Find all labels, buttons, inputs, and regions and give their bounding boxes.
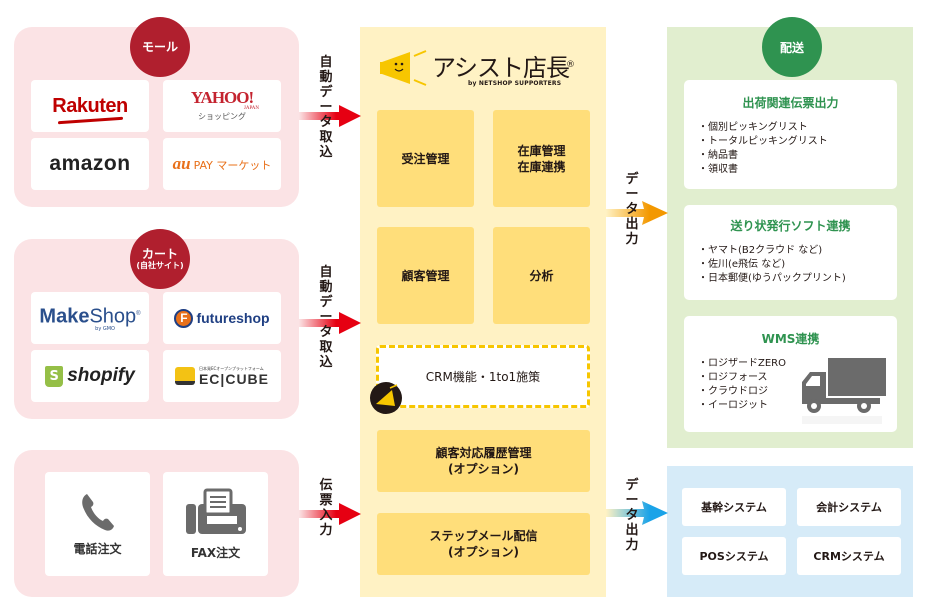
phone-icon: [81, 493, 114, 531]
brand-registered-mark: ®: [566, 60, 575, 70]
wms-card: WMS連携 ロジザードZERO ロジフォース クラウドロジ イーロジット: [684, 316, 897, 432]
pos-system-card: POSシステム: [682, 537, 786, 575]
list-item: 納品書: [698, 149, 897, 163]
shopify-text: shopify: [67, 365, 135, 386]
makeshop-text: Shop: [89, 305, 137, 328]
mall-badge-label: モール: [141, 40, 178, 54]
list-item: ロジフォース: [698, 371, 897, 385]
label-software-title: 送り状発行ソフト連携: [730, 219, 851, 233]
megaphone-mascot-icon: [380, 50, 427, 86]
aupay-au-text: au: [172, 154, 191, 173]
cart-badge-label: カート: [141, 247, 178, 261]
futureshop-icon: F: [174, 308, 194, 328]
futureshop-text: futureshop: [196, 310, 270, 326]
label-software-list: ヤマト(B2クラウド など) 佐川(e飛伝 など) 日本郵便(ゆうパックプリント…: [698, 244, 897, 286]
list-item: 領収書: [698, 163, 897, 177]
aupay-market-text: PAY マーケット: [193, 159, 272, 172]
list-item: トータルピッキングリスト: [698, 135, 897, 149]
shipping-output-label: データ出力: [625, 172, 639, 247]
eccube-icon: [174, 367, 195, 385]
core-system-card: 基幹システム: [682, 488, 786, 526]
fax-order-label: FAX注文: [190, 545, 241, 560]
eccube-tagline: 日本発ECオープンプラットフォーム: [198, 365, 264, 371]
aupay-market-logo: au PAY マーケット: [163, 138, 281, 190]
accounting-system-card: 会計システム: [797, 488, 901, 526]
shipping-badge-label: 配送: [779, 40, 804, 55]
shipping-output-arrow: [606, 201, 668, 225]
mall-import-label: 自動データ取込: [319, 55, 333, 160]
shopify-logo: S shopify: [31, 350, 149, 402]
amazon-logo: amazon: [31, 138, 149, 190]
cart-import-arrow: [299, 312, 361, 334]
systems-panel: [667, 466, 913, 597]
phone-order-card: 電話注文: [45, 472, 150, 576]
shipping-badge: 配送: [762, 17, 822, 77]
makeshop-logo: MakeShop® by GMO: [31, 292, 149, 344]
amazon-logo-text: amazon: [49, 152, 131, 175]
eccube-text: EC|CUBE: [198, 370, 270, 387]
eccube-logo: 日本発ECオープンプラットフォーム EC|CUBE: [163, 350, 281, 402]
brand-byline: by NETSHOP SUPPORTERS: [468, 80, 562, 87]
crm-system-card: CRMシステム: [797, 537, 901, 575]
cart-import-label: 自動データ取込: [319, 265, 333, 370]
assist-tencho-logo: アシスト店長 ® by NETSHOP SUPPORTERS: [380, 48, 580, 94]
customer-management-box: 顧客管理: [377, 227, 474, 324]
systems-output-arrow: [606, 501, 668, 525]
makeshop-bold-text: Make: [39, 305, 90, 328]
shipping-documents-title: 出荷関連伝票出力: [742, 96, 839, 110]
cart-badge: カート (自社サイト): [130, 229, 190, 289]
phone-order-label: 電話注文: [73, 541, 122, 556]
manual-input-arrow: [299, 503, 361, 525]
mall-badge: モール: [130, 17, 190, 77]
manual-input-label: 伝票入力: [319, 478, 333, 538]
systems-output-label: データ出力: [625, 478, 639, 553]
analytics-box: 分析: [493, 227, 590, 324]
rakuten-logo-text: Rakuten: [52, 94, 128, 117]
brand-name: アシスト店長: [432, 54, 570, 82]
yahoo-shopping-logo: YAHOO! JAPAN ショッピング: [163, 80, 281, 132]
crm-feature-box: CRM機能・1to1施策: [376, 345, 590, 408]
wms-list: ロジザードZERO ロジフォース クラウドロジ イーロジット: [698, 357, 897, 413]
delivery-truck-icon: [802, 358, 886, 424]
shipping-documents-list: 個別ピッキングリスト トータルピッキングリスト 納品書 領収書: [698, 121, 897, 177]
wms-title: WMS連携: [761, 332, 820, 346]
yahoo-logo-text: YAHOO!: [190, 88, 254, 107]
makeshop-by-text: by GMO: [95, 326, 115, 333]
list-item: イーロジット: [698, 399, 897, 413]
label-software-card: 送り状発行ソフト連携 ヤマト(B2クラウド など) 佐川(e飛伝 など) 日本郵…: [684, 205, 897, 300]
list-item: クラウドロジ: [698, 385, 897, 399]
order-management-box: 受注管理: [377, 110, 474, 207]
list-item: ヤマト(B2クラウド など): [698, 244, 897, 258]
crm-feature-label: CRM機能・1to1施策: [425, 370, 541, 384]
support-history-option-box: 顧客対応履歴管理 (オプション): [377, 430, 590, 492]
inventory-management-box: 在庫管理 在庫連携: [493, 110, 590, 207]
mall-import-arrow: [299, 105, 361, 127]
shopify-bag-icon: S: [45, 365, 64, 387]
yahoo-japan-text: JAPAN: [243, 106, 259, 111]
yahoo-shopping-text: ショッピング: [198, 112, 246, 121]
fax-icon: [185, 488, 246, 534]
list-item: ロジザードZERO: [698, 357, 897, 371]
cart-badge-sub: (自社サイト): [136, 261, 184, 270]
list-item: 佐川(e飛伝 など): [698, 258, 897, 272]
megaphone-badge-icon: [370, 382, 402, 414]
rakuten-logo: Rakuten: [31, 80, 149, 132]
fax-order-card: FAX注文: [163, 472, 268, 576]
step-mail-option-box: ステップメール配信 (オプション): [377, 513, 590, 575]
list-item: 個別ピッキングリスト: [698, 121, 897, 135]
list-item: 日本郵便(ゆうパックプリント): [698, 272, 897, 286]
shipping-documents-card: 出荷関連伝票出力 個別ピッキングリスト トータルピッキングリスト 納品書 領収書: [684, 80, 897, 189]
makeshop-reg: ®: [136, 310, 141, 317]
futureshop-logo: F futureshop: [163, 292, 281, 344]
